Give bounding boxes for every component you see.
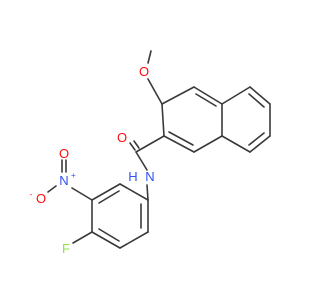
bond-c2-carbonyl bbox=[135, 135, 165, 153]
bond-a4-a5-inner bbox=[98, 228, 120, 242]
nitro-nitrogen-charge: + bbox=[71, 171, 76, 180]
bond-a4-a5 bbox=[91, 231, 121, 249]
bond-a4-f bbox=[72, 231, 93, 244]
bond-a1-a2 bbox=[119, 183, 149, 201]
amide-nitrogen-label: N bbox=[145, 169, 154, 184]
bond-a2-a3 bbox=[91, 183, 121, 201]
bond-c5-c6 bbox=[249, 86, 271, 105]
bond-c4a-c5 bbox=[221, 86, 251, 105]
bond-n-aryl bbox=[146, 184, 149, 201]
bond-carbonyl-o-2 bbox=[133, 140, 140, 149]
structure-canvas: O O N H N + O O - F bbox=[29, 50, 271, 256]
nitro-nitrogen-label: N bbox=[59, 173, 68, 188]
fluorine-label: F bbox=[62, 241, 70, 256]
bond-methyl-o bbox=[147, 50, 152, 64]
bond-c1-c2 bbox=[163, 135, 195, 153]
bond-c2-c3 bbox=[161, 103, 165, 137]
atom-labels: O O N H N + O O - F bbox=[30, 64, 155, 256]
bond-c8a-c1 bbox=[193, 135, 223, 153]
bond-c5-c6-inner bbox=[248, 93, 265, 108]
nitro-top-oxygen-label: O bbox=[59, 146, 69, 161]
bond-carbonyl-o-1 bbox=[129, 142, 136, 151]
bond-c7-c8-inner bbox=[248, 132, 265, 146]
bond-c3-c4 bbox=[161, 86, 195, 105]
bond-a5-a6 bbox=[119, 231, 149, 249]
bond-nitro-n-o-left bbox=[47, 185, 57, 193]
bond-c4-c4a bbox=[193, 86, 223, 105]
bond-c8-c8a bbox=[221, 135, 251, 153]
bond-carbonyl-n bbox=[135, 151, 148, 171]
bond-c7-c8 bbox=[249, 135, 271, 153]
bond-a2-a3-inner bbox=[98, 190, 120, 204]
bond-c1-c2-inner bbox=[168, 131, 194, 146]
methoxy-oxygen-label: O bbox=[139, 64, 149, 79]
bonds bbox=[47, 50, 271, 249]
nitro-oxygen-charge: - bbox=[30, 190, 33, 199]
amide-hydrogen-label: H bbox=[128, 169, 137, 184]
bond-a3-nitro-n bbox=[71, 187, 93, 201]
molecule-diagram: O O N H N + O O - F bbox=[30, 50, 271, 256]
nitro-left-oxygen-label: O bbox=[36, 191, 46, 206]
bond-o-c3 bbox=[147, 78, 163, 105]
bond-c4-c4a-inner bbox=[195, 93, 217, 107]
carbonyl-oxygen-label: O bbox=[117, 130, 127, 145]
